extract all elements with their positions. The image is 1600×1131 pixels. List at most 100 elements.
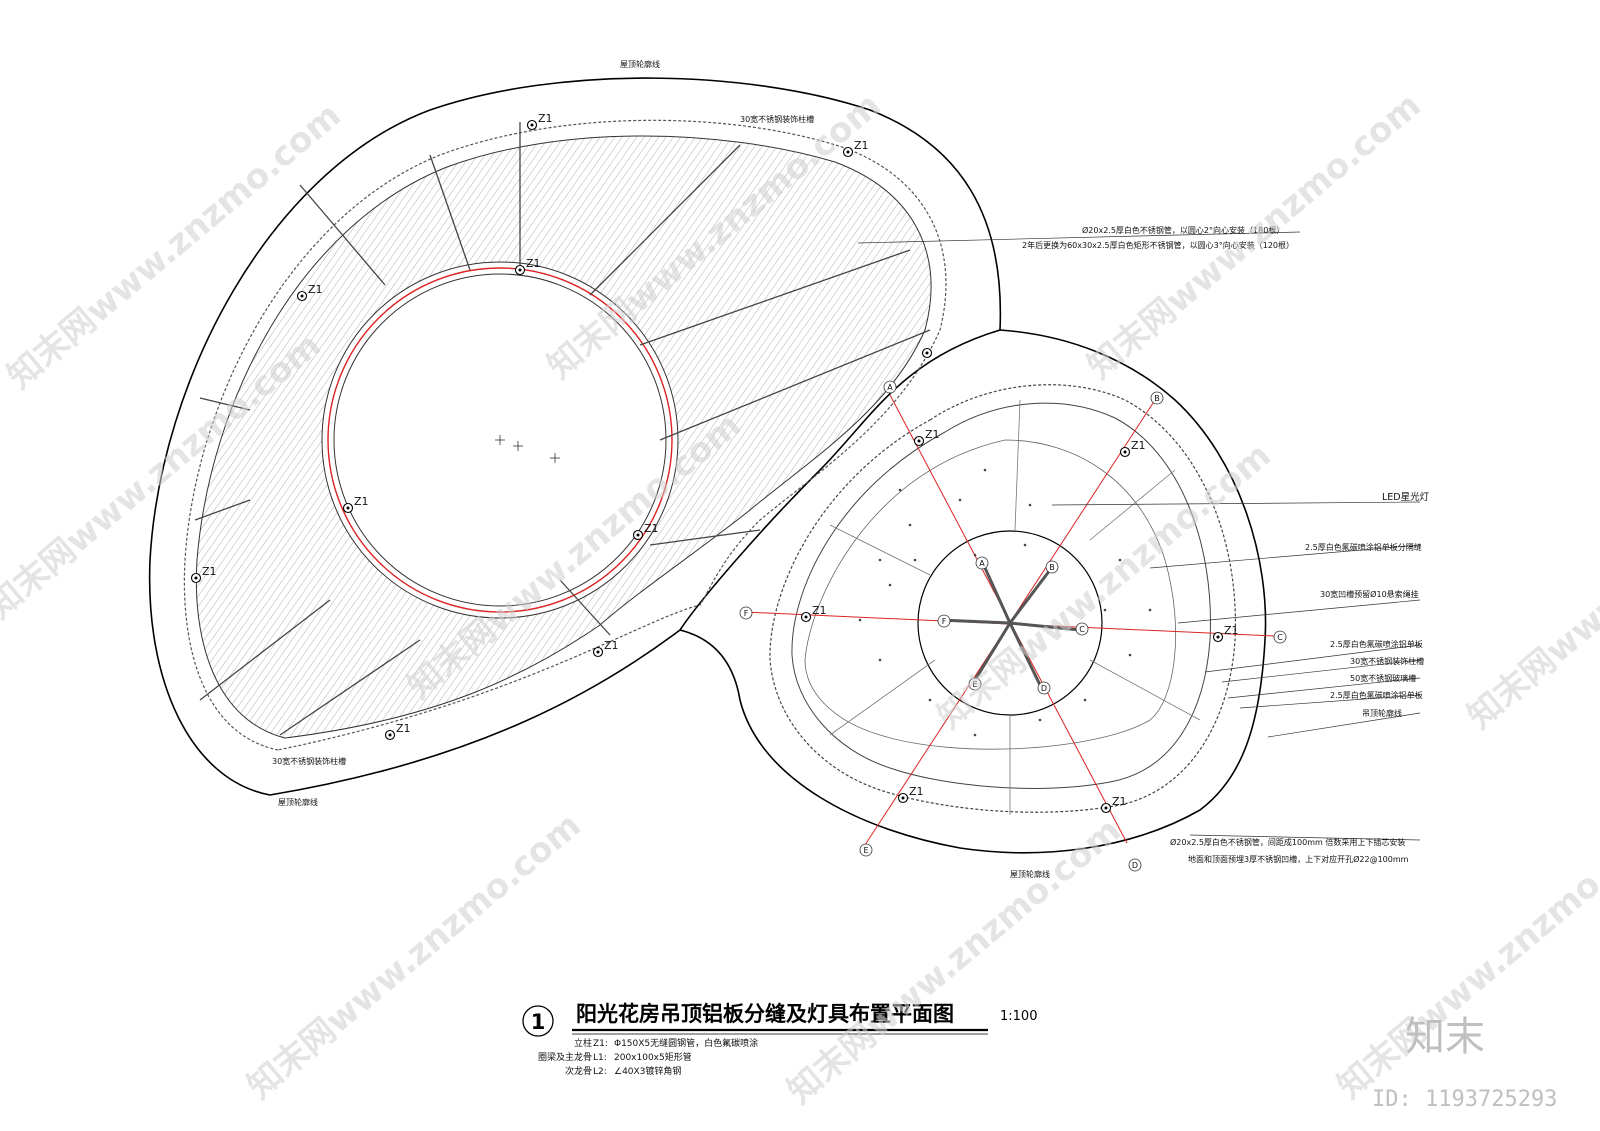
led-dot	[913, 558, 917, 562]
rib-line	[279, 639, 421, 736]
led-dot	[983, 468, 987, 472]
column-z1: Z1	[1212, 624, 1239, 643]
grid-bubble: C	[1273, 630, 1287, 644]
column-z1: Z1	[526, 112, 553, 131]
grid-bubble-circle	[859, 843, 873, 857]
column-z1: Z1	[342, 495, 369, 514]
led-dot	[1038, 718, 1042, 722]
watermark-text: 知末网www.znzmo.com	[240, 805, 589, 1107]
grid-bubble-label: C	[1277, 633, 1283, 642]
column-center	[925, 351, 929, 355]
led-dot	[973, 553, 977, 557]
grid-bubble-circle	[1150, 391, 1164, 405]
column-label: Z1	[1131, 439, 1146, 452]
rib-line	[649, 529, 761, 546]
led-dot	[973, 733, 977, 737]
watermark-text: 知末网www.znzmo.com	[780, 810, 1129, 1112]
title-block: 1 阳光花房吊顶铝板分缝及灯具布置平面图 1:100 立柱 Z1: Φ150X5…	[522, 1002, 1037, 1077]
led-dot	[958, 498, 962, 502]
column-center	[1216, 635, 1220, 639]
watermark-text: 知末网www.znzmo.com	[1330, 805, 1600, 1107]
column-center	[388, 733, 392, 737]
column-label: Z1	[1112, 795, 1127, 808]
rib-line	[639, 249, 911, 346]
groove-band	[183, 119, 947, 751]
column-label: Z1	[396, 722, 411, 735]
roof-outline-label-top: 屋顶轮廓线	[620, 59, 660, 69]
rib-line	[659, 329, 931, 441]
column-label: Z1	[202, 565, 217, 578]
column-label: Z1	[812, 604, 827, 617]
column-label: Z1	[1224, 624, 1239, 637]
grid-bubble-label: E	[972, 680, 977, 689]
drawing-number-circle	[522, 1005, 554, 1037]
grid-bubble-circle	[968, 677, 982, 691]
rib-line	[199, 599, 331, 701]
column-label: Z1	[604, 639, 619, 652]
note-prefix-3: 次龙骨	[565, 1065, 592, 1077]
panel-joint-label: 2.5厚白色氟碳喷涂铝单板分隔缝	[1305, 542, 1422, 552]
rib-line	[199, 397, 251, 411]
led-dot	[1103, 608, 1107, 612]
column-z1: Z1	[514, 257, 541, 276]
column-center	[346, 506, 350, 510]
grid-bubble-circle	[1045, 560, 1059, 574]
rib-line	[589, 144, 741, 296]
column-center	[804, 615, 808, 619]
grid-bubble-circle	[739, 606, 753, 620]
grid-bubble-circle	[1075, 622, 1089, 636]
column-label: Z1	[538, 112, 553, 125]
column-center	[518, 268, 522, 272]
center-spokes	[939, 567, 1081, 686]
grid-bubble-label: B	[1154, 394, 1160, 403]
column-label: Z1	[854, 139, 869, 152]
note-code-1: Z1:	[593, 1039, 608, 1049]
column-z1: Z1	[913, 428, 940, 447]
led-dot	[1023, 543, 1027, 547]
grid-bubble-label: F	[942, 617, 947, 626]
grid-bubble: E	[968, 677, 982, 691]
groove-hang-label: 30宽凹槽预留Ø10悬索绳挂	[1320, 589, 1419, 599]
leader-lines	[857, 231, 1421, 841]
drawing-number: 1	[531, 1010, 546, 1034]
column-z1: Z1	[632, 522, 659, 541]
column-label: Z1	[909, 785, 924, 798]
led-dot	[888, 583, 892, 587]
grid-bubble-label: D	[1132, 861, 1138, 870]
center-marks	[495, 435, 560, 463]
glass-groove-label: 50宽不锈钢玻璃槽	[1350, 673, 1416, 683]
roof-outline-label-right: 屋顶轮廓线	[1010, 869, 1050, 879]
note-code-2: L1:	[593, 1053, 607, 1063]
ceiling-outline-right	[769, 384, 1237, 813]
led-dot	[898, 488, 902, 492]
grid-bubble-label: E	[863, 846, 868, 855]
column-center	[846, 150, 850, 154]
groove-label-top: 30宽不锈钢装饰柱槽	[740, 114, 814, 124]
grid-bubble: D	[1037, 681, 1051, 695]
watermark-text: 知末网www.znzmo.com	[1460, 435, 1600, 737]
column-label: Z1	[526, 257, 541, 270]
radial-ribs	[194, 122, 931, 736]
drawing-title: 阳光花房吊顶铝板分缝及灯具布置平面图	[576, 1002, 954, 1026]
led-dot	[858, 618, 862, 622]
left-roof-plan	[148, 77, 1002, 796]
grid-bubble-label: A	[979, 559, 985, 568]
column-z1: Z1	[897, 785, 924, 804]
grid-bubble-circle	[1128, 858, 1142, 872]
column-z1: Z1	[1119, 439, 1146, 458]
grid-bubble-label: B	[1049, 563, 1055, 572]
column-label: Z1	[925, 428, 940, 441]
note-prefix-2: 圈梁及主龙骨	[538, 1051, 592, 1063]
note-code-3: L2:	[593, 1067, 607, 1077]
led-lights	[858, 468, 1152, 737]
column-z1: Z1	[592, 639, 619, 658]
grid-bubble-circle	[883, 380, 897, 394]
led-label: LED星光灯	[1382, 491, 1430, 503]
bottom-note-1: Ø20x2.5厚白色不锈钢管，间距成100mm 倍数采用上下插芯安装	[1170, 837, 1405, 847]
grid-bubble: E	[859, 843, 873, 857]
led-dot	[928, 698, 932, 702]
led-dot	[1118, 558, 1122, 562]
